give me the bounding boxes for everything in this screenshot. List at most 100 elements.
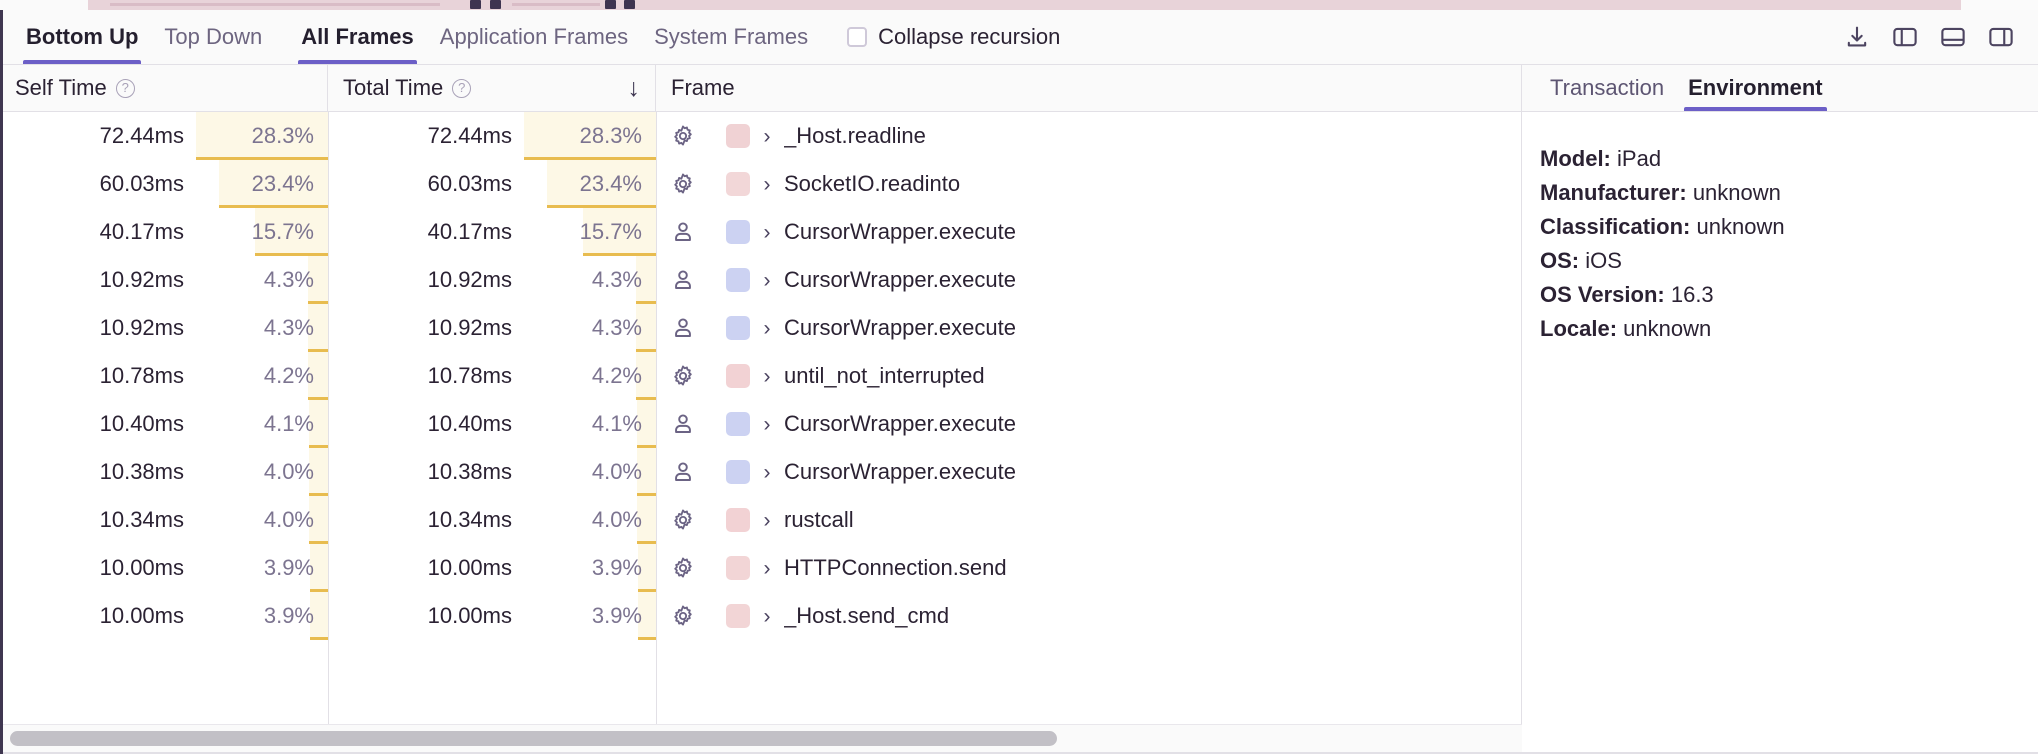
chevron-right-icon[interactable]: › [763,268,771,292]
tab-top-down[interactable]: Top Down [151,10,275,64]
tab-transaction[interactable]: Transaction [1538,65,1676,111]
tab-bottom-up[interactable]: Bottom Up [13,10,151,64]
chevron-right-icon[interactable]: › [763,460,771,484]
collapse-recursion-toggle[interactable]: Collapse recursion [847,24,1060,50]
total-time-value: 10.38ms [427,459,512,484]
chevron-right-icon[interactable]: › [763,364,771,388]
environment-value: iOS [1585,248,1622,273]
frame-name: CursorWrapper.execute [784,219,1016,244]
total-percent-bar [636,301,656,304]
total-percent-bar [637,493,656,496]
self-percent-bar [309,541,328,544]
help-icon[interactable]: ? [115,78,135,98]
column-header-total-time-label: Total Time [343,75,444,100]
total-percent-value: 28.3% [579,123,642,148]
self-time-value: 72.44ms [99,123,184,148]
table-column-header: Self Time ? Total Time ? ↓ Frame [0,65,1521,112]
self-percent-value: 4.1% [263,411,314,436]
sort-descending-icon[interactable]: ↓ [627,73,641,102]
total-percent-cell: 4.3% [524,304,656,352]
frame-color-swatch [726,412,750,436]
frame-color-swatch [726,604,750,628]
left-accent-rail [0,10,3,754]
tab-all-frames[interactable]: All Frames [288,10,427,64]
total-percent-cell: 23.4% [524,160,656,208]
chevron-right-icon[interactable]: › [763,604,771,628]
environment-key: OS Version: [1540,282,1665,307]
total-time-value: 10.00ms [427,603,512,628]
self-percent-background [219,160,328,208]
tab-application-frames[interactable]: Application Frames [427,10,641,64]
total-percent-cell: 3.9% [524,544,656,592]
chevron-right-icon[interactable]: › [763,508,771,532]
self-percent-background [196,112,328,160]
total-percent-background [583,208,656,256]
total-percent-cell: 4.0% [524,496,656,544]
self-percent-bar [308,397,328,400]
total-percent-value: 4.0% [591,459,642,484]
frame-color-swatch [726,364,750,388]
tab-all-frames-label: All Frames [301,24,414,49]
sliver-band-left [0,0,88,10]
self-time-value: 60.03ms [99,171,184,196]
chevron-right-icon[interactable]: › [763,316,771,340]
help-icon[interactable]: ? [452,78,472,98]
environment-row: Manufacturer: unknown [1540,176,2038,210]
layout-right-panel-icon[interactable] [1984,20,2018,54]
sliver-band-right [1961,0,2038,10]
frame-color-swatch [726,220,750,244]
self-percent-background [308,256,328,304]
chevron-right-icon[interactable]: › [763,412,771,436]
chevron-right-icon[interactable]: › [763,172,771,196]
frame-color-swatch [726,172,750,196]
gear-icon [656,123,710,149]
horizontal-scrollbar-thumb[interactable] [10,731,1057,746]
self-percent-value: 3.9% [263,555,314,580]
download-icon[interactable] [1840,20,1874,54]
chevron-right-icon[interactable]: › [763,556,771,580]
total-percent-bar [583,253,656,256]
layout-bottom-panel-icon[interactable] [1936,20,1970,54]
environment-value: iPad [1617,146,1662,171]
self-percent-value: 4.0% [263,459,314,484]
layout-left-panel-icon[interactable] [1888,20,1922,54]
horizontal-scrollbar[interactable] [0,724,1522,752]
self-percent-cell: 4.2% [196,352,328,400]
total-percent-bar [637,445,656,448]
tab-environment[interactable]: Environment [1676,65,1834,111]
self-percent-value: 4.3% [263,267,314,292]
column-header-self-time[interactable]: Self Time ? [0,65,328,111]
frame-color-swatch [726,124,750,148]
column-header-total-time[interactable]: Total Time ? ↓ [328,65,656,111]
panel-body: Self Time ? Total Time ? ↓ Frame 72.44ms… [0,65,2038,752]
self-percent-bar [196,157,328,160]
frame-cell: ›CursorWrapper.execute [710,459,1521,485]
collapse-recursion-checkbox[interactable] [847,27,868,47]
flamegraph-sliver [0,0,2038,10]
column-header-frame[interactable]: Frame [656,65,1521,111]
chevron-right-icon[interactable]: › [763,220,771,244]
self-percent-bar [310,637,328,640]
total-time-value: 10.92ms [427,267,512,292]
self-percent-bar [309,493,328,496]
self-percent-bar [308,301,328,304]
frame-name: CursorWrapper.execute [784,267,1016,292]
sliver-tick [605,0,616,9]
self-percent-cell: 4.3% [196,256,328,304]
tab-system-frames[interactable]: System Frames [641,10,821,64]
chevron-right-icon[interactable]: › [763,124,771,148]
